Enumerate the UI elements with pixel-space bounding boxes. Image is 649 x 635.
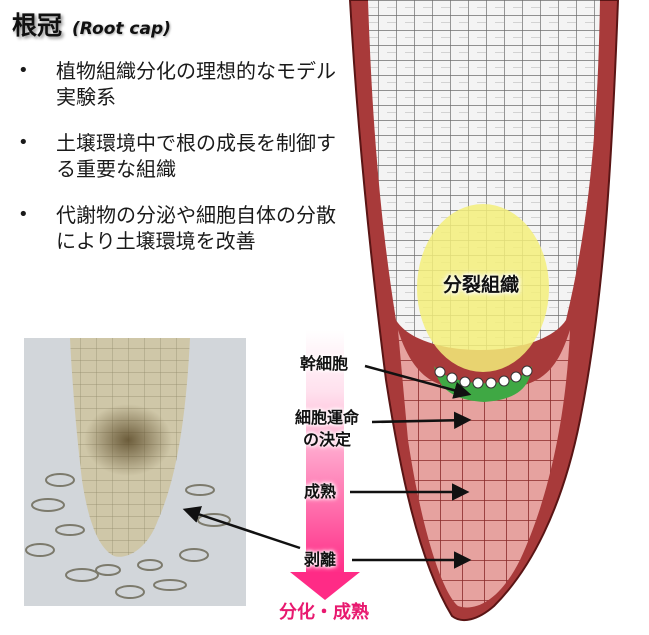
- root-cap-diagram: [348, 0, 620, 622]
- meristem-label: 分裂組織: [442, 274, 519, 296]
- stem-cell-label: 幹細胞: [299, 354, 348, 373]
- meristem-region: [417, 204, 549, 372]
- title-main: 根冠: [12, 11, 63, 40]
- title: 根冠 (Root cap): [12, 6, 171, 42]
- bullet-text: 土壌環境中で根の成長を制御する重要な組織: [56, 131, 336, 181]
- list-item: • 代謝物の分泌や細胞自体の分散により土壌環境を改善: [18, 202, 338, 254]
- maturation-label: 成熟: [303, 482, 336, 501]
- photo-pointer: [182, 506, 301, 550]
- process-label: 分化・成熟: [279, 602, 369, 623]
- bullet-marker: •: [18, 60, 29, 81]
- fate-pointer: [371, 411, 472, 430]
- bullet-text: 代謝物の分泌や細胞自体の分散により土壌環境を改善: [56, 203, 336, 253]
- fate-label-line1: 細胞運命: [294, 408, 359, 427]
- bullet-marker: •: [18, 204, 29, 225]
- bullet-text: 植物組織分化の理想的なモデル実験系: [56, 59, 336, 109]
- bullet-list: • 植物組織分化の理想的なモデル実験系 • 土壌環境中で根の成長を制御する重要な…: [18, 58, 338, 274]
- title-sub: (Root cap): [72, 19, 171, 39]
- bullet-marker: •: [18, 132, 29, 153]
- process-arrow: [290, 330, 360, 600]
- list-item: • 土壌環境中で根の成長を制御する重要な組織: [18, 130, 338, 182]
- detachment-label: 剥離: [303, 550, 336, 569]
- fate-label-line2: の決定: [302, 430, 351, 449]
- root-photo: [24, 338, 246, 606]
- stem-cell-pointer: [364, 364, 472, 399]
- list-item: • 植物組織分化の理想的なモデル実験系: [18, 58, 338, 110]
